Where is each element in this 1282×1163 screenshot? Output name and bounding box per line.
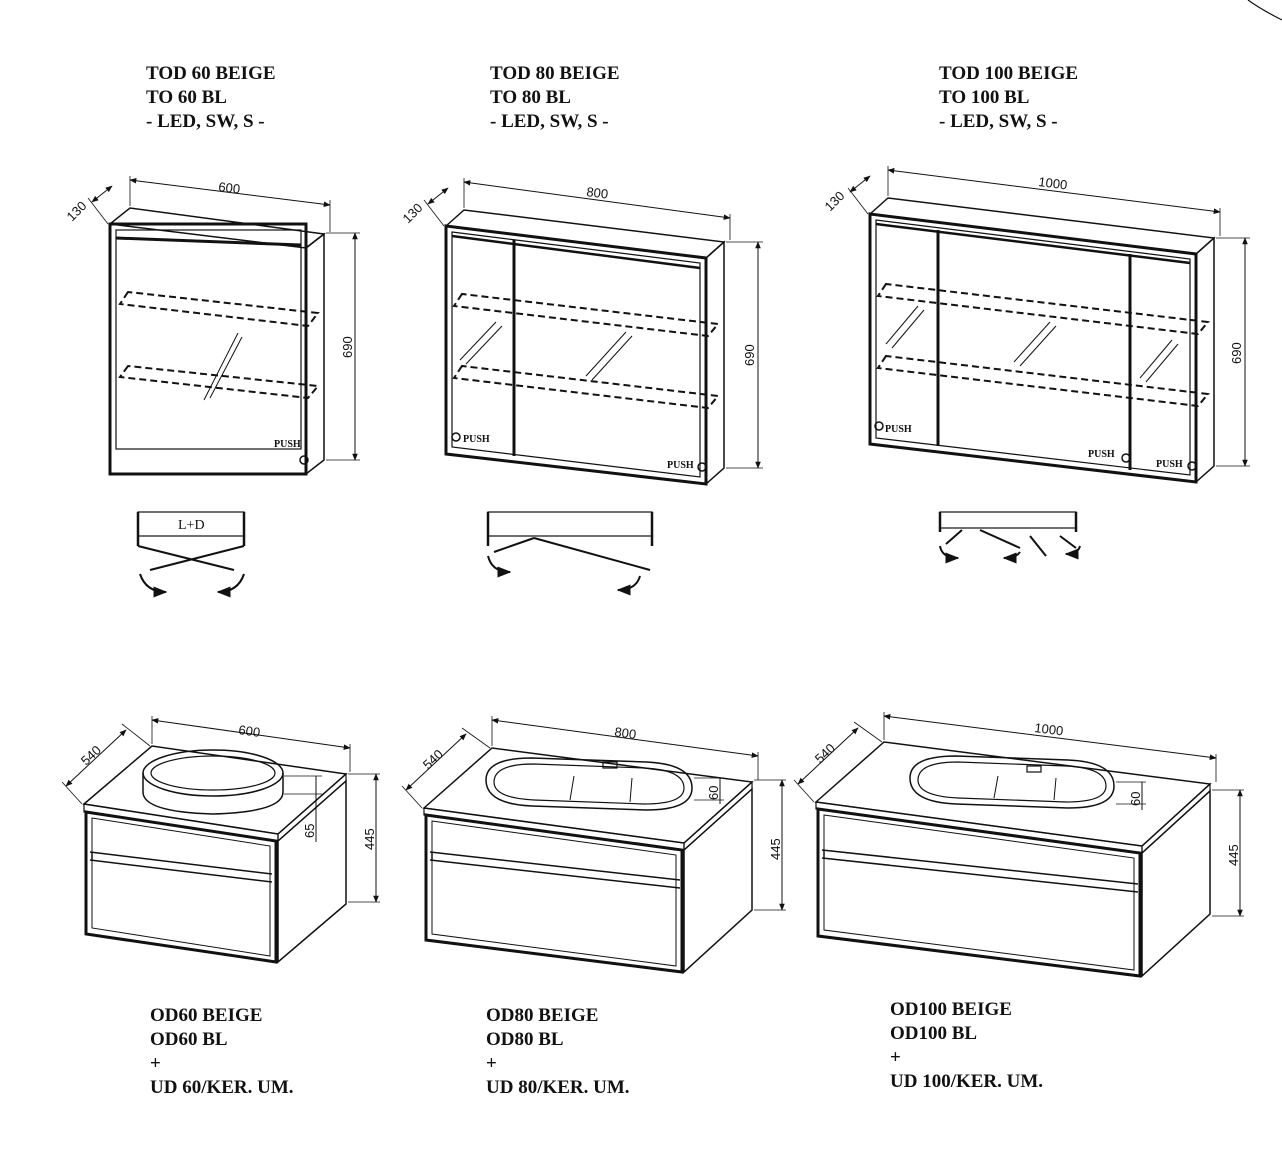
cabinet-80-opening-diagram — [486, 511, 654, 596]
cabinet-100-push-label-mid: PUSH — [1088, 449, 1115, 460]
cabinet-80-push-label-left: PUSH — [463, 434, 490, 445]
vanity-60-height-dim: 445 — [362, 828, 377, 850]
vanity-60-depth-dim: 540 — [78, 742, 104, 768]
vanity-80-line-4: UD 80/KER. UM. — [486, 1077, 630, 1098]
vanity-80-basin-dim: 60 — [706, 786, 721, 800]
cabinet-80-height-dim: 690 — [742, 344, 757, 366]
vanity-100-label: OD100 BEIGE OD100 BL + UD 100/KER. UM. — [890, 998, 1043, 1094]
cabinet-60-line-1: TOD 60 BEIGE — [146, 63, 276, 84]
vanity-80-width-dim: 800 — [614, 724, 638, 742]
cabinet-100-depth-dim: 130 — [822, 188, 848, 214]
vanity-60-label: OD60 BEIGE OD60 BL + UD 60/KER. UM. — [150, 1004, 294, 1100]
cabinet-60-depth-dim: 130 — [64, 198, 90, 224]
cabinet-100-opening-diagram — [938, 511, 1081, 564]
cabinet-60-label: TOD 60 BEIGE TO 60 BL - LED, SW, S - — [146, 62, 276, 134]
cabinet-80-label: TOD 80 BEIGE TO 80 BL - LED, SW, S - — [490, 62, 620, 134]
vanity-60-line-3: + — [150, 1053, 161, 1074]
vanity-80-line-3: + — [486, 1053, 497, 1074]
cabinet-100-push-label-left: PUSH — [885, 424, 912, 435]
cabinet-60-width-dim: 600 — [218, 179, 241, 197]
cabinet-60-push-label: PUSH — [274, 439, 301, 450]
vanity-80-line-2: OD80 BL — [486, 1029, 564, 1050]
cabinet-60-opening-label: L+D — [178, 518, 205, 533]
vanity-80-line-1: OD80 BEIGE — [486, 1005, 599, 1026]
cabinet-60-opening-diagram — [136, 511, 246, 598]
cabinet-100-push-label-right: PUSH — [1156, 459, 1183, 470]
vanity-80-height-dim: 445 — [768, 838, 783, 860]
cabinet-60-line-2: TO 60 BL — [146, 87, 227, 108]
vanity-80-label: OD80 BEIGE OD80 BL + UD 80/KER. UM. — [486, 1004, 630, 1100]
vanity-60-width-dim: 600 — [238, 722, 262, 740]
vanity-100-height-dim: 445 — [1226, 844, 1241, 866]
vanity-60-line-1: OD60 BEIGE — [150, 1005, 263, 1026]
cabinet-80-line-3: - LED, SW, S - — [490, 111, 609, 132]
corner-arc — [1247, 0, 1282, 21]
cabinet-80-width-dim: 800 — [586, 184, 609, 202]
cabinet-80-depth-dim: 130 — [400, 200, 426, 226]
vanity-100-depth-dim: 540 — [812, 740, 838, 766]
cabinet-80-drawing — [423, 178, 763, 486]
cabinet-80-push-label-right: PUSH — [667, 460, 694, 471]
vanity-60-line-2: OD60 BL — [150, 1029, 228, 1050]
vanity-100-drawing — [793, 712, 1244, 978]
cabinet-60-drawing — [87, 176, 360, 476]
vanity-80-depth-dim: 540 — [420, 746, 446, 772]
cabinet-60-line-3: - LED, SW, S - — [146, 111, 265, 132]
vanity-100-line-1: OD100 BEIGE — [890, 999, 1012, 1020]
vanity-100-width-dim: 1000 — [1034, 720, 1065, 738]
cabinet-80-line-1: TOD 80 BEIGE — [490, 63, 620, 84]
cabinet-60-height-dim: 690 — [340, 336, 355, 358]
vanity-60-basin-dim: 65 — [302, 824, 317, 838]
vanity-100-line-4: UD 100/KER. UM. — [890, 1071, 1044, 1092]
cabinet-80-line-2: TO 80 BL — [490, 87, 571, 108]
cabinet-100-label: TOD 100 BEIGE TO 100 BL - LED, SW, S - — [939, 62, 1078, 134]
cabinet-100-line-2: TO 100 BL — [939, 87, 1030, 108]
vanity-100-line-3: + — [890, 1047, 901, 1068]
cabinet-100-height-dim: 690 — [1229, 342, 1244, 364]
vanity-60-line-4: UD 60/KER. UM. — [150, 1077, 294, 1098]
cabinet-100-width-dim: 1000 — [1038, 174, 1069, 192]
cabinet-100-line-1: TOD 100 BEIGE — [939, 63, 1079, 84]
cabinet-100-line-3: - LED, SW, S - — [939, 111, 1058, 132]
cabinet-100-drawing — [847, 166, 1250, 484]
vanity-80-drawing — [401, 716, 786, 974]
vanity-60-drawing — [61, 716, 380, 964]
vanity-100-basin-dim: 60 — [1128, 792, 1143, 806]
vanity-100-line-2: OD100 BL — [890, 1023, 978, 1044]
